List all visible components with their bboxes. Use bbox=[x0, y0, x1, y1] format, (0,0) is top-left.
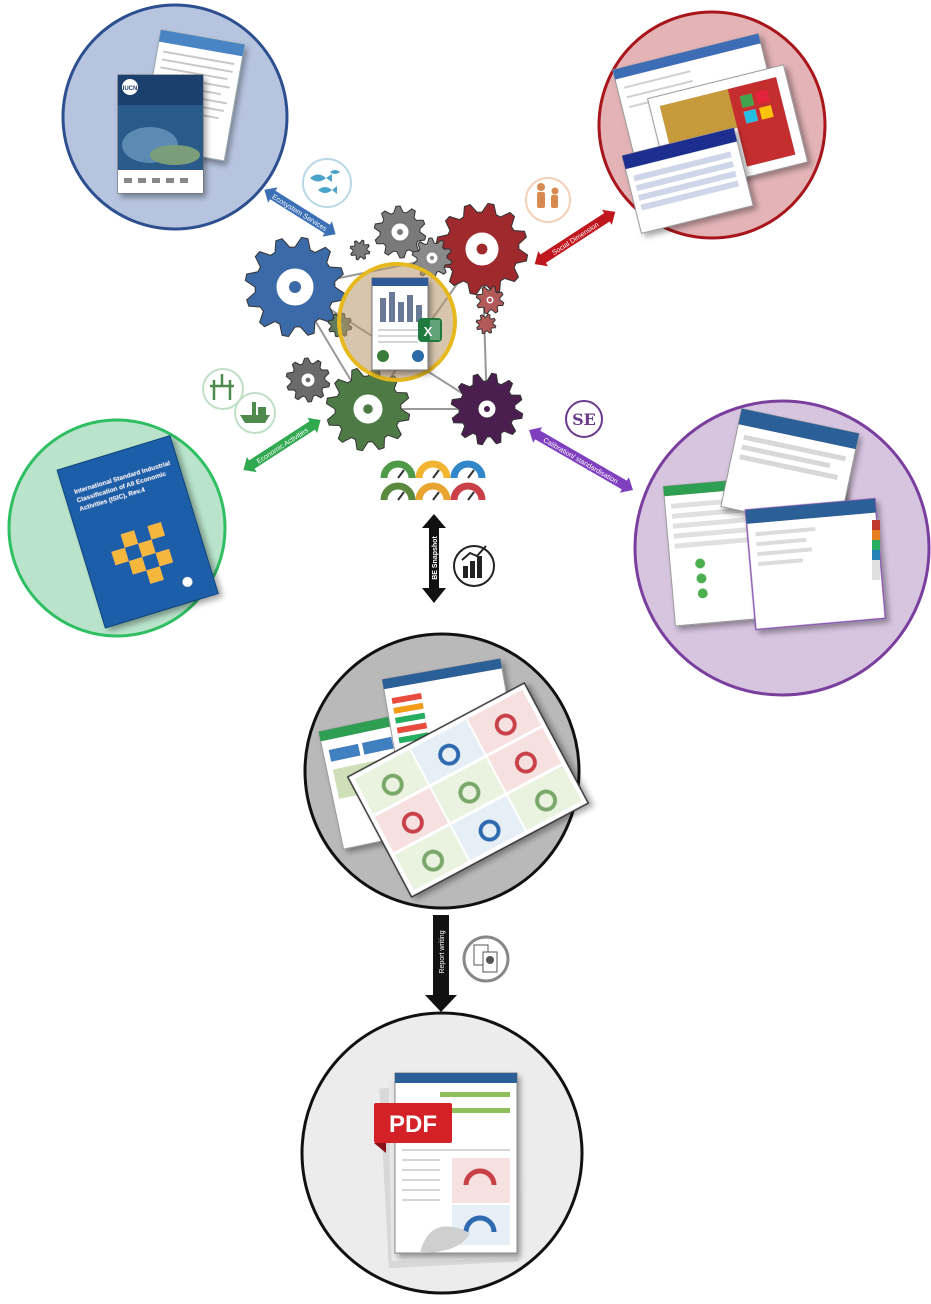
gear-grey-left bbox=[285, 357, 331, 403]
gear-green bbox=[325, 366, 411, 452]
iucn-logo-text: IUCN bbox=[123, 86, 138, 92]
gear-grey-top bbox=[373, 205, 427, 259]
people-icon bbox=[525, 177, 571, 223]
gear-blue bbox=[244, 236, 346, 338]
gear-small-red2 bbox=[475, 313, 497, 335]
oil-rig-icon bbox=[202, 368, 244, 410]
pdf-badge: PDF bbox=[374, 1103, 452, 1153]
be-snapshot-label: BE Snapshot bbox=[432, 536, 439, 580]
excel-icon: X bbox=[418, 318, 442, 342]
svg-text:X: X bbox=[424, 324, 433, 339]
se-icon: SE bbox=[565, 400, 603, 438]
pdf-document bbox=[394, 1072, 518, 1254]
economic-activities-circle: International Standard Industrial Classi… bbox=[7, 418, 227, 638]
fish-icon bbox=[302, 158, 352, 208]
excel-tool-circle: X bbox=[337, 262, 457, 382]
gauge bbox=[380, 460, 416, 479]
social-dimension-circle bbox=[597, 10, 827, 240]
social-dimension-label: Social Dimension bbox=[551, 222, 600, 257]
ecosystem-services-circle: IUCN bbox=[61, 3, 289, 231]
economic-activities-label: Economic Activities bbox=[256, 427, 310, 466]
isic-document: International Standard Industrial Classi… bbox=[56, 435, 219, 629]
gauge bbox=[415, 482, 451, 501]
gear-small-red bbox=[475, 285, 505, 315]
central-gears-cluster bbox=[244, 202, 529, 452]
report-writing-arrow: Report writing bbox=[425, 915, 457, 1012]
fishing-boat-icon bbox=[234, 392, 276, 434]
pdf-report-circle: PDF bbox=[300, 1011, 584, 1295]
gauge bbox=[415, 460, 451, 479]
be-snapshot-circle bbox=[303, 632, 590, 910]
iucn-report-document: IUCN bbox=[117, 74, 204, 194]
gear-purple bbox=[450, 372, 524, 446]
iucn-logo bbox=[122, 79, 138, 95]
report-icon bbox=[462, 935, 510, 983]
gear-red bbox=[435, 202, 529, 296]
gauge bbox=[450, 482, 486, 501]
pdf-label: PDF bbox=[389, 1111, 437, 1138]
gear-small-grey2 bbox=[349, 239, 371, 261]
calibration-circle bbox=[633, 399, 931, 697]
be-snapshot-arrow: BE Snapshot bbox=[422, 514, 446, 603]
gauge bbox=[450, 460, 486, 479]
bar-chart-icon bbox=[453, 545, 495, 587]
gauge-icon bbox=[380, 460, 486, 501]
svg-text:SE: SE bbox=[572, 410, 596, 429]
snapshot-dashboard bbox=[346, 681, 590, 899]
calibration-label: Calibration/ standardisation bbox=[542, 437, 619, 486]
gauge bbox=[380, 482, 416, 501]
report-writing-label: Report writing bbox=[439, 930, 446, 973]
